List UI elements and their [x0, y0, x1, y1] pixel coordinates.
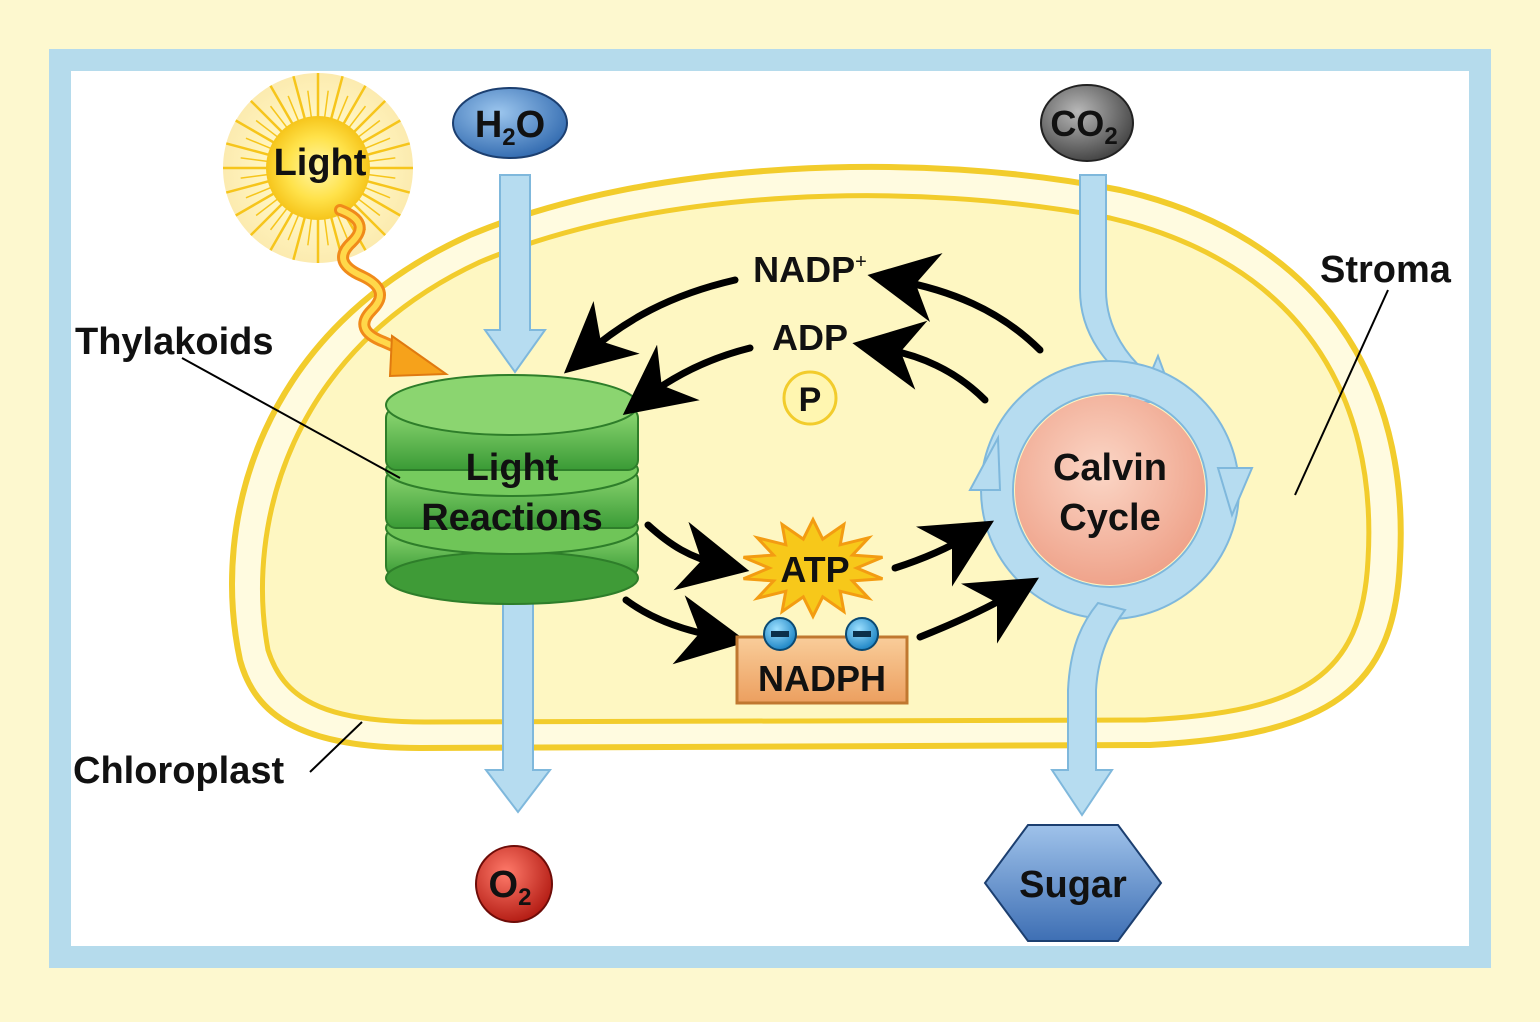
nadph-label: NADPH	[758, 658, 886, 699]
sun-ray	[323, 217, 329, 246]
electron-minus-icon	[853, 631, 871, 637]
sun-ray	[336, 95, 349, 123]
electron-minus-icon	[771, 631, 789, 637]
cycle-arrows	[563, 253, 1044, 665]
sun-ray	[307, 217, 313, 246]
light-wave-arrow	[337, 207, 405, 353]
sun-ray	[367, 157, 396, 163]
thylakoid-stack	[385, 374, 639, 605]
chloroplast-leader-line	[309, 721, 363, 773]
sun-ray	[357, 197, 381, 217]
h2o-label: H2O	[475, 104, 545, 151]
arrow-light-to-atp	[644, 521, 750, 591]
sun-ray	[287, 95, 300, 123]
sun-ray	[365, 179, 411, 194]
co2-molecule	[1040, 84, 1134, 162]
sun-ray	[363, 137, 391, 150]
sun-ray	[225, 142, 271, 157]
phosphate-label: P	[799, 381, 822, 419]
sun-ray	[235, 191, 276, 217]
sun-ray	[352, 99, 387, 134]
sun-ray	[249, 202, 284, 237]
sugar-output-arrow	[1050, 601, 1127, 817]
nadph-box	[735, 635, 909, 705]
sun-ray	[365, 142, 411, 157]
sun-ray	[292, 75, 307, 121]
o2-molecule	[475, 845, 553, 923]
calvin-label-line1: Calvin	[1053, 447, 1167, 489]
arrow-adp-from-calvin	[852, 320, 989, 404]
sun-ray	[341, 85, 367, 126]
sun-ray	[245, 186, 273, 199]
ring-arrowhead-right	[1216, 467, 1254, 518]
thylakoids-label: Thylakoids	[75, 321, 274, 363]
sun-ray	[269, 210, 295, 251]
sun-icon	[223, 73, 413, 263]
atp-starburst	[742, 516, 884, 620]
light-reactions-label-line2: Reactions	[421, 497, 603, 539]
sun-ray	[360, 191, 401, 217]
sun-ray	[249, 99, 284, 134]
sun-ray	[240, 173, 269, 179]
sun-ray	[235, 119, 276, 145]
light-label: Light	[274, 142, 367, 184]
arrow-nadp-from-calvin	[867, 253, 1044, 354]
stroma-leader-line	[1294, 289, 1389, 496]
thylakoids-leader-line	[181, 357, 401, 479]
arrow-nadph-to-calvin	[916, 577, 1040, 644]
light-reactions-label-line1: Light	[466, 447, 559, 489]
sun-ray	[352, 202, 387, 237]
h2o-input-arrow	[483, 174, 547, 374]
arrow-adp-to-light	[622, 344, 754, 416]
sun-ray	[357, 119, 381, 139]
arrow-atp-to-calvin	[891, 520, 995, 587]
sun-ray	[245, 137, 273, 150]
sun-ray	[360, 119, 401, 145]
sun-ray	[269, 105, 289, 129]
sun-ray	[225, 179, 271, 194]
sugar-hexagon	[983, 824, 1163, 942]
calvin-cycle-core	[1015, 395, 1205, 585]
co2-label: CO2	[1050, 103, 1117, 150]
sun-ray	[329, 75, 344, 121]
atp-label: ATP	[780, 549, 849, 590]
calvin-label-line2: Cycle	[1059, 497, 1160, 539]
sun-ray	[255, 197, 279, 217]
sugar-label: Sugar	[1019, 864, 1127, 906]
sun-ray	[269, 85, 295, 126]
sun-ray	[347, 105, 367, 129]
stroma-label: Stroma	[1320, 249, 1452, 291]
sun-ray	[292, 215, 307, 261]
sun-ray	[307, 90, 313, 119]
phosphate-circle	[782, 370, 838, 426]
adp-label: ADP	[772, 317, 848, 358]
sun-ray	[269, 207, 289, 231]
arrow-nadp-to-light	[563, 276, 739, 374]
sun-ray	[336, 213, 349, 241]
o2-label: O2	[489, 864, 532, 911]
chloroplast-label: Chloroplast	[73, 750, 284, 792]
sun-ray	[240, 157, 269, 163]
o2-output-arrow	[483, 599, 553, 814]
ring-arrowhead-left	[968, 434, 1002, 491]
sun-ray	[287, 213, 300, 241]
arrow-light-to-nadph	[622, 595, 748, 665]
sun-ray	[255, 119, 279, 139]
sun-ray	[367, 173, 396, 179]
sun-ray	[323, 90, 329, 119]
nadp-label: NADP+	[753, 249, 867, 290]
sun-ray	[363, 186, 391, 199]
h2o-molecule	[452, 87, 568, 159]
light-arrowhead	[388, 334, 450, 378]
